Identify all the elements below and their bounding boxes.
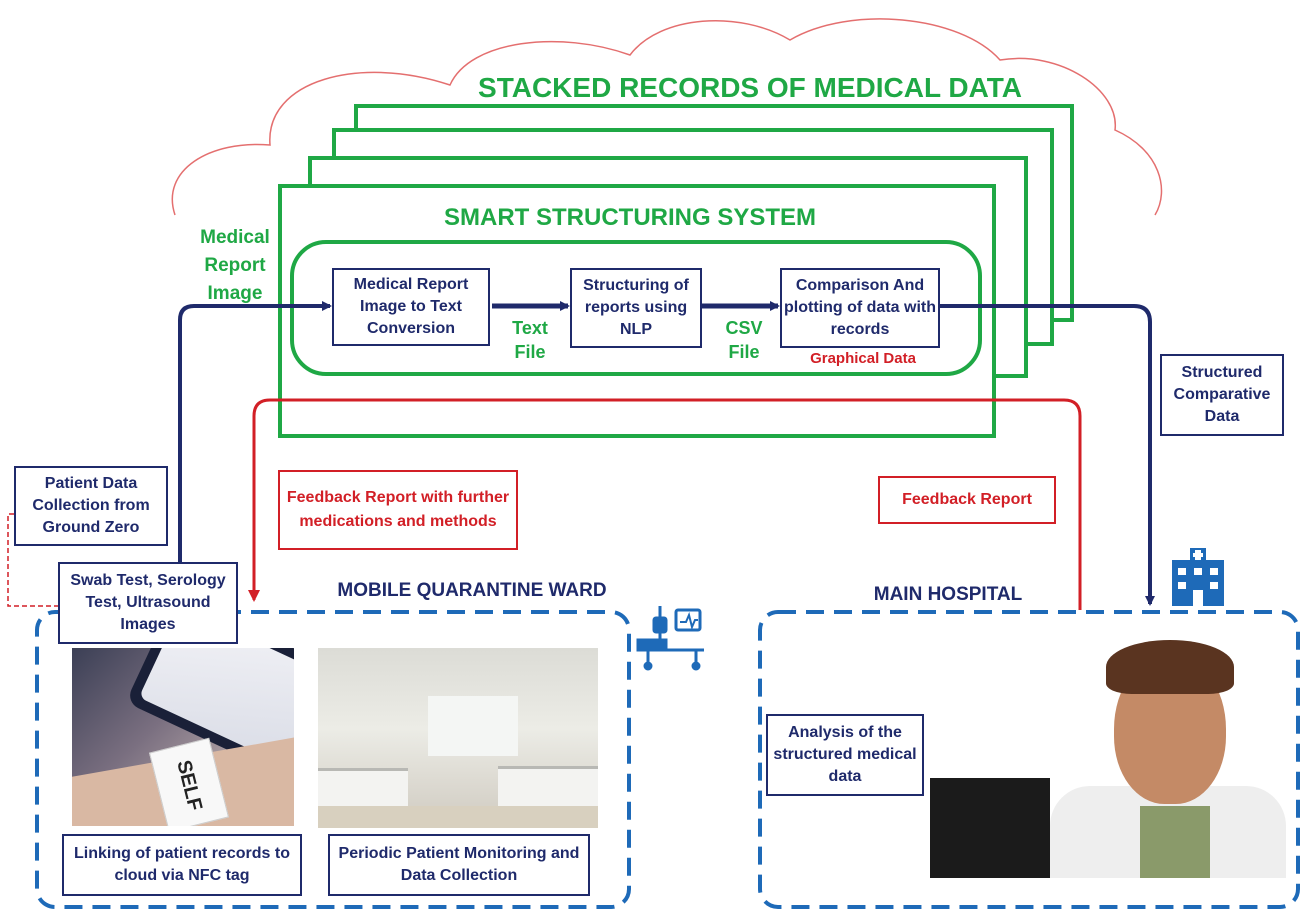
patient-data-dashed-link [7, 513, 60, 607]
ward-floor [318, 806, 598, 828]
feedback-report-hospital-box: Feedback Report [878, 476, 1056, 524]
swab-serology-ultrasound-box: Swab Test, Serology Test, Ultrasound Ima… [58, 562, 238, 644]
graphical-data-label: Graphical Data [810, 350, 916, 367]
output-arrow [940, 304, 1155, 606]
feedback-report-ward-box: Feedback Report with further medications… [278, 470, 518, 550]
nfc-wristband-photo: SELF [72, 648, 294, 826]
medical-report-image-label: Medical Report Image [200, 227, 270, 304]
hospital-building-icon [1172, 548, 1224, 606]
ward-bed-left [318, 768, 408, 811]
feedback-loop [248, 398, 1082, 610]
image-to-text-box: Medical Report Image to Text Conversion [332, 268, 490, 346]
ward-window [428, 696, 518, 756]
wristband-text: SELF [172, 757, 207, 813]
periodic-monitoring-box: Periodic Patient Monitoring and Data Col… [328, 834, 590, 896]
main-hospital-title: MAIN HOSPITAL [873, 584, 1023, 605]
hospital-bed-icon [636, 606, 704, 671]
doctor-shirt [1140, 806, 1210, 878]
ward-dashed-frame [35, 610, 631, 909]
monitor-shape [930, 778, 1050, 878]
nfc-linking-box: Linking of patient records to cloud via … [62, 834, 302, 896]
smart-structuring-title: SMART STRUCTURING SYSTEM [444, 204, 816, 231]
comparison-plotting-box: Comparison And plotting of data with rec… [780, 268, 940, 348]
cloud-outline [171, 18, 1163, 216]
ward-bed-right [498, 766, 598, 813]
structured-comparative-data-box: Structured Comparative Data [1160, 354, 1284, 436]
mobile-quarantine-ward-title: MOBILE QUARANTINE WARD [337, 580, 607, 601]
patient-data-collection-box: Patient Data Collection from Ground Zero [14, 466, 168, 546]
doctor-photo [930, 636, 1286, 878]
analysis-box: Analysis of the structured medical data [766, 714, 924, 796]
csv-file-label: CSV File [725, 318, 763, 362]
stacked-records-title: STACKED RECORDS OF MEDICAL DATA [478, 72, 1022, 103]
hospital-ward-photo [318, 648, 598, 828]
text-file-label: Text File [512, 318, 548, 362]
nlp-structuring-box: Structuring of reports using NLP [570, 268, 702, 348]
doctor-hair [1106, 640, 1234, 694]
hospital-dashed-frame [758, 610, 1300, 909]
input-arrow [178, 301, 332, 568]
